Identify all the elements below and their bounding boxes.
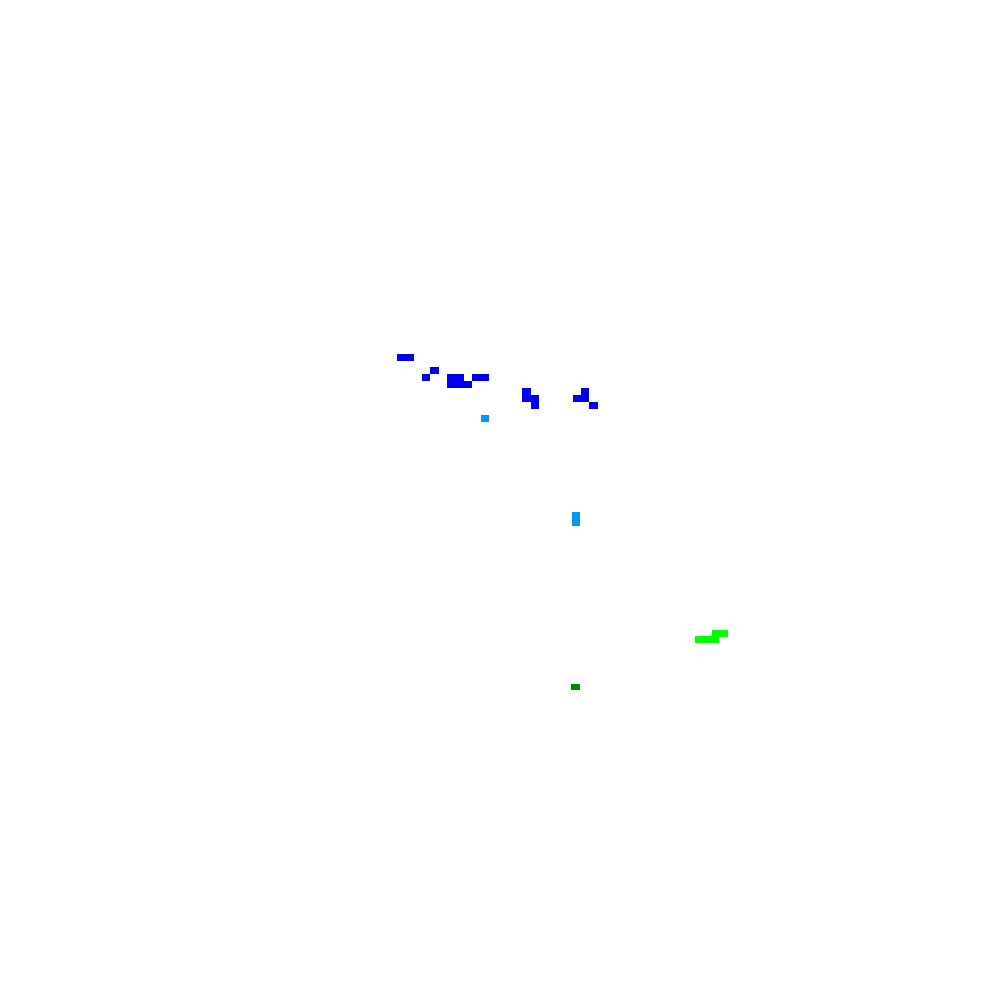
pixel-block [472,374,489,381]
pixel-block [531,395,539,409]
pixel-block [695,636,719,643]
pixel-block [447,374,464,388]
pixel-block [712,630,728,637]
pixel-block [430,367,439,374]
pixel-block [572,512,580,526]
pixel-block [571,684,580,690]
pixel-block [481,415,489,422]
pixel-block [581,388,589,395]
pixel-block [464,381,472,388]
pixel-block [522,388,531,402]
pixel-block [573,395,589,402]
pixel-block [397,354,414,361]
pixel-block [422,374,430,381]
pixel-block [589,402,598,409]
